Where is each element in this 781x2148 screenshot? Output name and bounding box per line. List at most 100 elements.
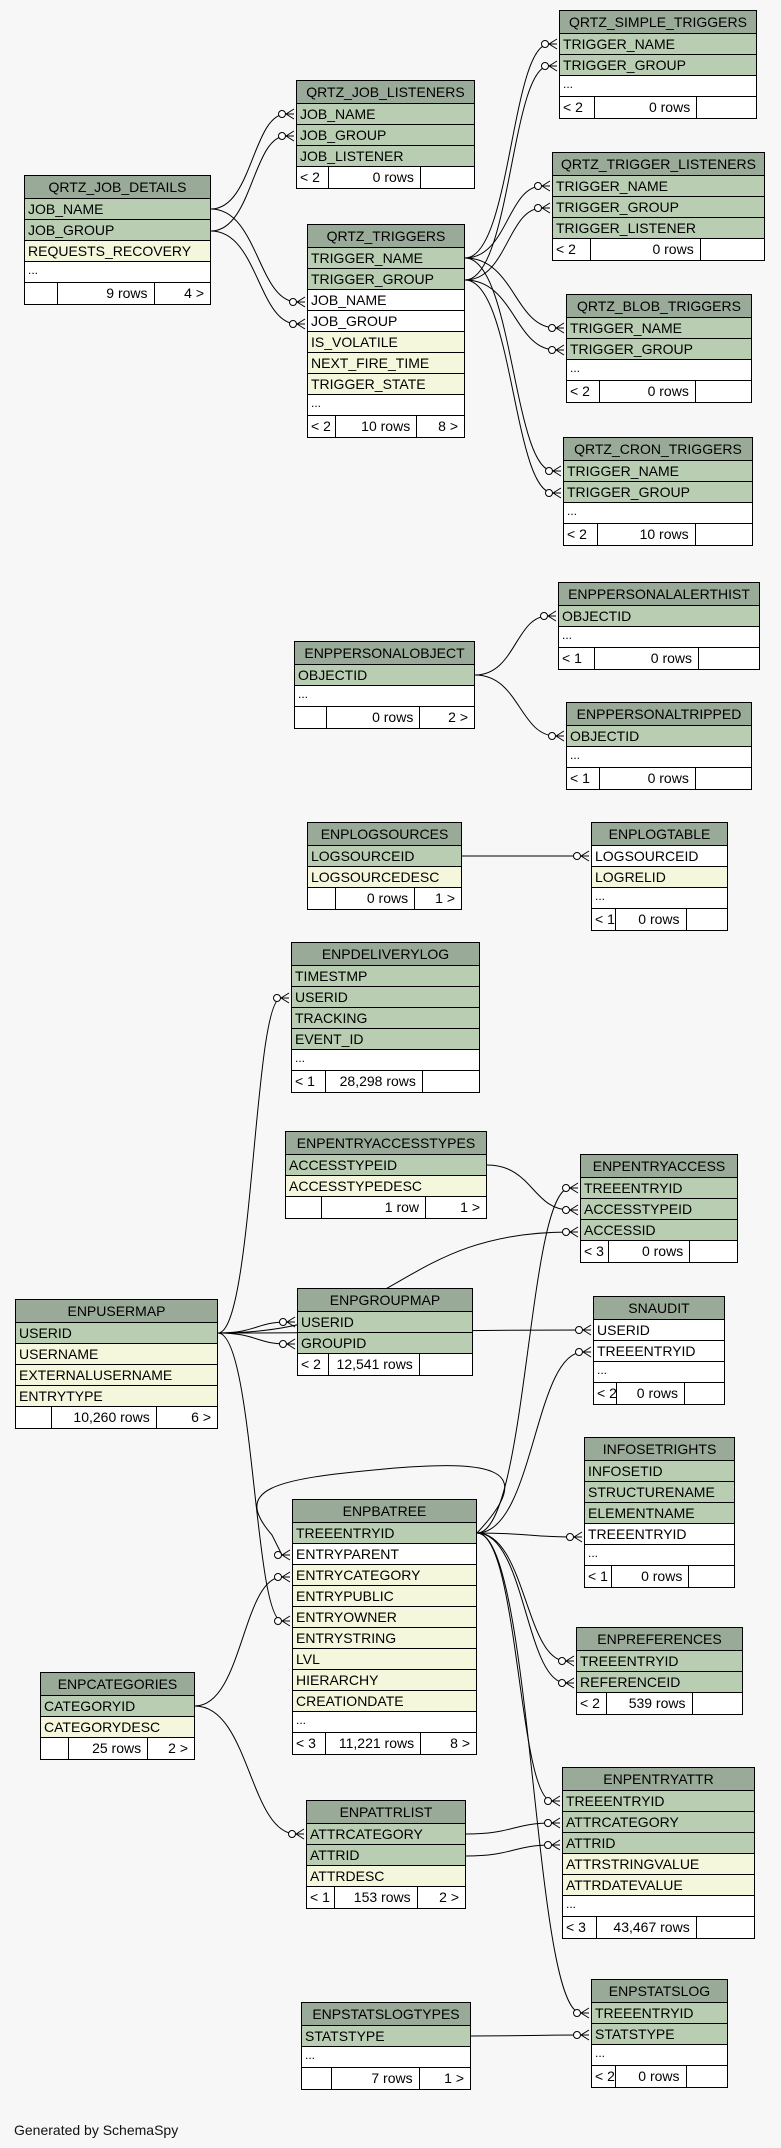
more-columns[interactable]: ... (564, 503, 752, 524)
column-treeentryid[interactable]: TREEENTRYID (293, 1523, 476, 1544)
more-columns[interactable]: ... (563, 1896, 754, 1917)
column-username[interactable]: USERNAME (16, 1344, 217, 1365)
more-columns[interactable]: ... (559, 627, 759, 648)
column-trigger-name[interactable]: TRIGGER_NAME (553, 176, 764, 197)
column-treeentryid[interactable]: TREEENTRYID (563, 1791, 754, 1812)
column-tracking[interactable]: TRACKING (292, 1008, 479, 1029)
table-name[interactable]: ENPENTRYATTR (563, 1768, 754, 1791)
column-next-fire-time[interactable]: NEXT_FIRE_TIME (308, 353, 464, 374)
column-logrelid[interactable]: LOGRELID (592, 867, 727, 888)
column-categorydesc[interactable]: CATEGORYDESC (41, 1717, 194, 1738)
column-entrytype[interactable]: ENTRYTYPE (16, 1386, 217, 1407)
column-logsourceid[interactable]: LOGSOURCEID (592, 846, 727, 867)
column-timestmp[interactable]: TIMESTMP (292, 966, 479, 987)
column-entrycategory[interactable]: ENTRYCATEGORY (293, 1565, 476, 1586)
table-name[interactable]: ENPENTRYACCESSTYPES (286, 1132, 486, 1155)
column-entryparent[interactable]: ENTRYPARENT (293, 1544, 476, 1565)
table-name[interactable]: ENPLOGTABLE (592, 823, 727, 846)
column-lvl[interactable]: LVL (293, 1649, 476, 1670)
more-columns[interactable]: ... (308, 395, 464, 416)
table-name[interactable]: QRTZ_SIMPLE_TRIGGERS (560, 11, 756, 34)
table-name[interactable]: ENPENTRYACCESS (581, 1155, 737, 1178)
column-accesstypeid[interactable]: ACCESSTYPEID (286, 1155, 486, 1176)
table-name[interactable]: ENPUSERMAP (16, 1300, 217, 1323)
more-columns[interactable]: ... (25, 262, 210, 283)
column-attrid[interactable]: ATTRID (307, 1845, 465, 1866)
column-accesstypedesc[interactable]: ACCESSTYPEDESC (286, 1176, 486, 1197)
column-trigger-name[interactable]: TRIGGER_NAME (567, 318, 751, 339)
table-name[interactable]: ENPDELIVERYLOG (292, 943, 479, 966)
column-event-id[interactable]: EVENT_ID (292, 1029, 479, 1050)
column-logsourcedesc[interactable]: LOGSOURCEDESC (308, 867, 461, 888)
column-objectid[interactable]: OBJECTID (559, 606, 759, 627)
column-treeentryid[interactable]: TREEENTRYID (577, 1651, 742, 1672)
column-entrypublic[interactable]: ENTRYPUBLIC (293, 1586, 476, 1607)
column-job-group[interactable]: JOB_GROUP (25, 220, 210, 241)
table-name[interactable]: ENPPERSONALTRIPPED (567, 703, 751, 726)
table-name[interactable]: QRTZ_JOB_DETAILS (25, 176, 210, 199)
more-columns[interactable]: ... (592, 888, 727, 909)
column-trigger-name[interactable]: TRIGGER_NAME (564, 461, 752, 482)
column-job-group[interactable]: JOB_GROUP (308, 311, 464, 332)
table-name[interactable]: ENPSTATSLOGTYPES (302, 2003, 470, 2026)
column-userid[interactable]: USERID (292, 987, 479, 1008)
column-entryowner[interactable]: ENTRYOWNER (293, 1607, 476, 1628)
column-accessid[interactable]: ACCESSID (581, 1220, 737, 1241)
column-categoryid[interactable]: CATEGORYID (41, 1696, 194, 1717)
column-job-name[interactable]: JOB_NAME (297, 104, 474, 125)
column-attrdesc[interactable]: ATTRDESC (307, 1866, 465, 1887)
more-columns[interactable]: ... (594, 1362, 724, 1383)
column-trigger-group[interactable]: TRIGGER_GROUP (564, 482, 752, 503)
column-job-group[interactable]: JOB_GROUP (297, 125, 474, 146)
table-name[interactable]: ENPLOGSOURCES (308, 823, 461, 846)
column-requests-recovery[interactable]: REQUESTS_RECOVERY (25, 241, 210, 262)
column-treeentryid[interactable]: TREEENTRYID (581, 1178, 737, 1199)
column-trigger-state[interactable]: TRIGGER_STATE (308, 374, 464, 395)
column-trigger-group[interactable]: TRIGGER_GROUP (553, 197, 764, 218)
more-columns[interactable]: ... (585, 1545, 734, 1566)
column-trigger-group[interactable]: TRIGGER_GROUP (567, 339, 751, 360)
table-name[interactable]: SNAUDIT (594, 1297, 724, 1320)
column-trigger-listener[interactable]: TRIGGER_LISTENER (553, 218, 764, 239)
table-name[interactable]: ENPCATEGORIES (41, 1673, 194, 1696)
column-job-name[interactable]: JOB_NAME (308, 290, 464, 311)
column-trigger-group[interactable]: TRIGGER_GROUP (308, 269, 464, 290)
more-columns[interactable]: ... (292, 1050, 479, 1071)
table-name[interactable]: ENPPERSONALOBJECT (295, 642, 474, 665)
more-columns[interactable]: ... (592, 2045, 727, 2066)
column-referenceid[interactable]: REFERENCEID (577, 1672, 742, 1693)
column-accesstypeid[interactable]: ACCESSTYPEID (581, 1199, 737, 1220)
table-name[interactable]: QRTZ_CRON_TRIGGERS (564, 438, 752, 461)
column-infosetid[interactable]: INFOSETID (585, 1461, 734, 1482)
column-elementname[interactable]: ELEMENTNAME (585, 1503, 734, 1524)
table-name[interactable]: QRTZ_JOB_LISTENERS (297, 81, 474, 104)
column-structurename[interactable]: STRUCTURENAME (585, 1482, 734, 1503)
column-trigger-name[interactable]: TRIGGER_NAME (308, 248, 464, 269)
table-name[interactable]: QRTZ_BLOB_TRIGGERS (567, 295, 751, 318)
column-userid[interactable]: USERID (298, 1312, 472, 1333)
column-userid[interactable]: USERID (16, 1323, 217, 1344)
more-columns[interactable]: ... (302, 2047, 470, 2068)
column-job-listener[interactable]: JOB_LISTENER (297, 146, 474, 167)
more-columns[interactable]: ... (567, 747, 751, 768)
column-is-volatile[interactable]: IS_VOLATILE (308, 332, 464, 353)
